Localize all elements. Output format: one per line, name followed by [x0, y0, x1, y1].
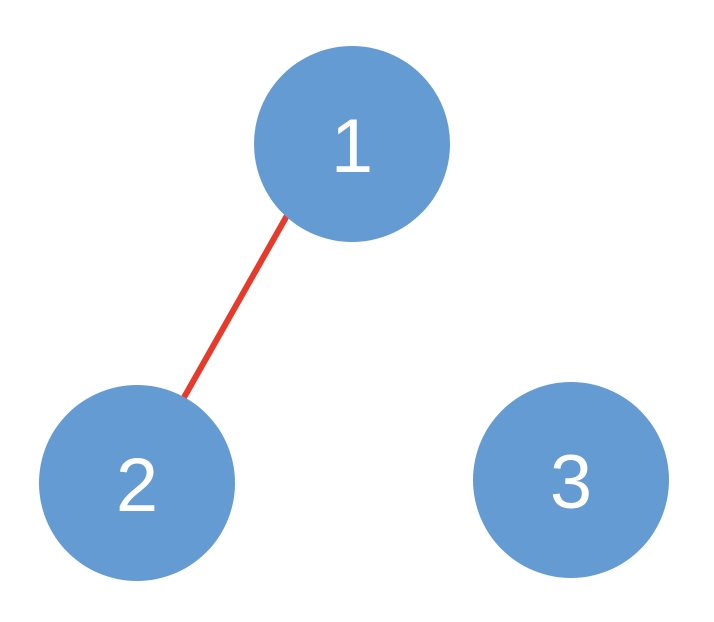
node-2[interactable]: 2 [39, 385, 235, 581]
node-3[interactable]: 3 [473, 382, 669, 578]
node-3-circle[interactable] [473, 382, 669, 578]
node-1[interactable]: 1 [254, 46, 450, 242]
edge-node1-node2[interactable] [179, 210, 292, 403]
node-2-circle[interactable] [39, 385, 235, 581]
node-1-circle[interactable] [254, 46, 450, 242]
